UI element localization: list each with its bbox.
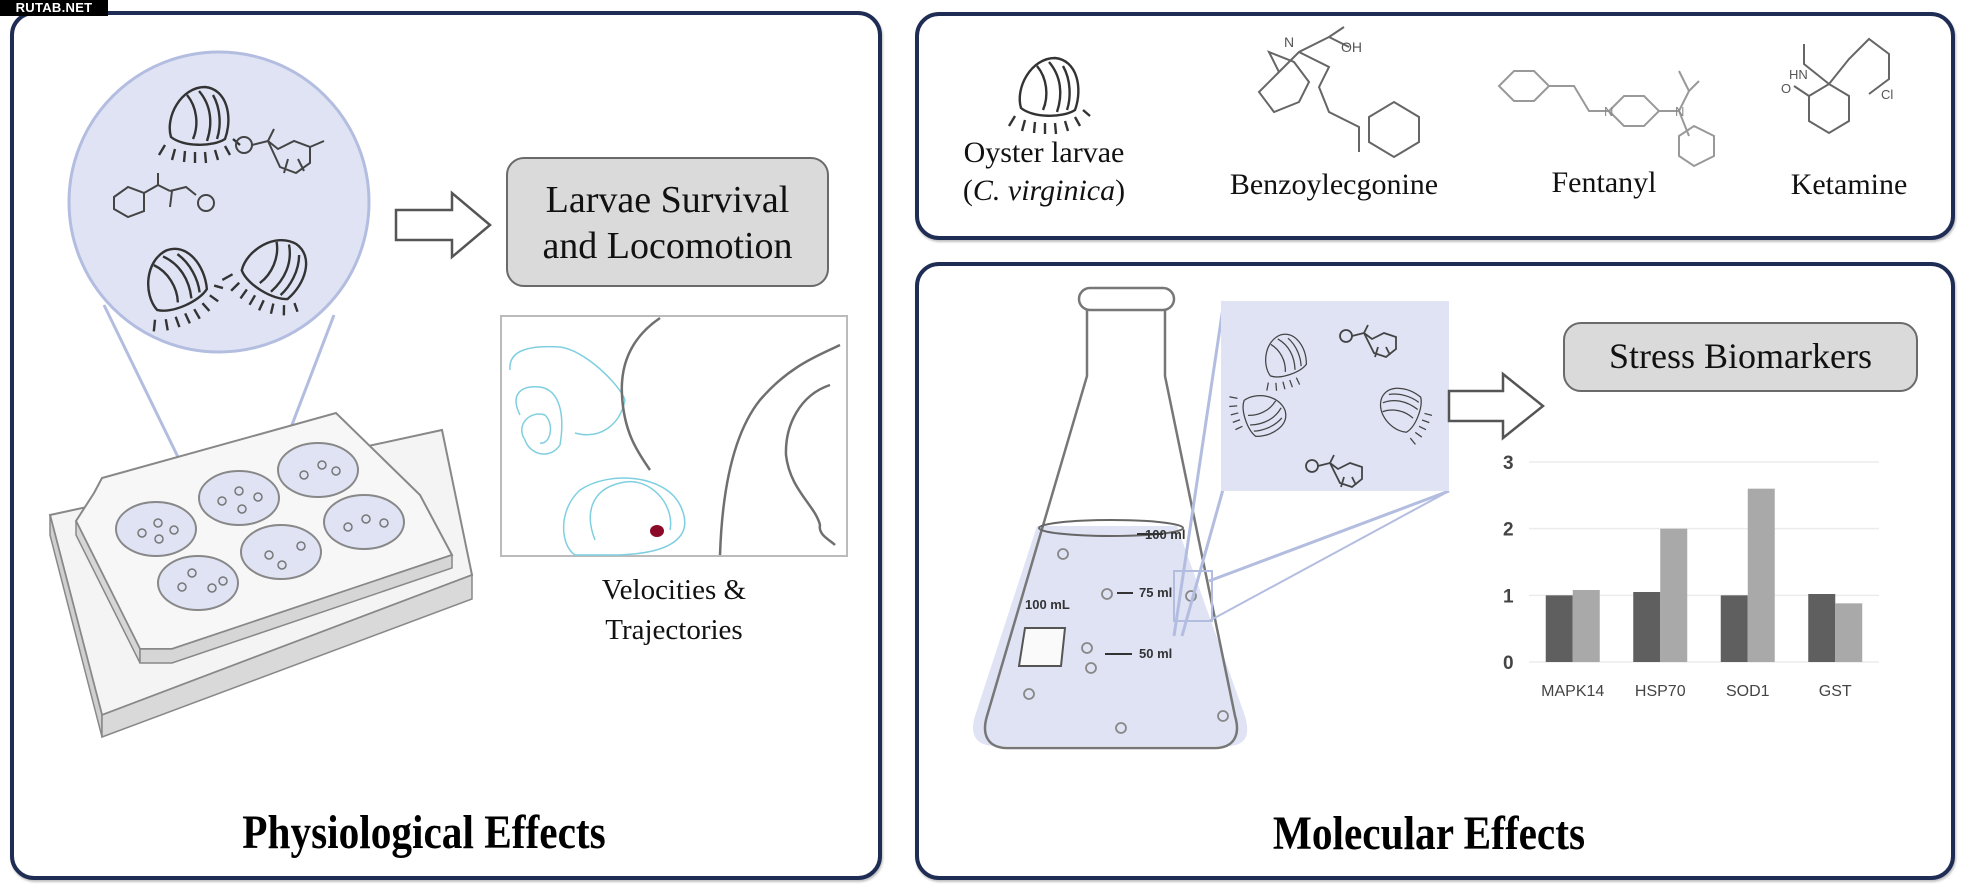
- outcome-line-2: and Locomotion: [542, 225, 793, 267]
- physiological-effects-title: Physiological Effects: [242, 806, 606, 859]
- oyster-larva-icon: [1265, 333, 1307, 391]
- compounds-panel: Oyster larvae (C. virginica) N OH Benzoy…: [915, 12, 1955, 240]
- fentanyl-structure: N N: [1497, 70, 1715, 168]
- well-plate-illustration: [48, 50, 474, 739]
- arrow-right-icon: [1447, 371, 1546, 441]
- outcome-line-1: Larvae Survival: [545, 179, 790, 221]
- oyster-name: Oyster larvae: [963, 136, 1125, 169]
- species-name: C. virginica: [972, 174, 1116, 207]
- x-tick-label: HSP70: [1635, 683, 1686, 700]
- drug-molecule-icon: [1305, 454, 1363, 489]
- oyster-larva-icon: [1379, 387, 1433, 445]
- compound-label-fentanyl: Fentanyl: [1551, 166, 1657, 199]
- oyster-larva-icon: [221, 238, 308, 316]
- wells: [115, 442, 405, 611]
- caption-line-1: Velocities &: [601, 574, 747, 606]
- bar-exposed-mapk14: [1572, 590, 1600, 662]
- physiological-effects-panel: Larvae Survival and Locomotion Velocitie…: [10, 11, 882, 880]
- mark-75-ml: 75 ml: [1139, 585, 1172, 600]
- molecular-effects-panel: 100 ml 75 ml 50 ml 100 mL: [915, 262, 1955, 880]
- trajectory-blue: [509, 345, 686, 556]
- atom-cl: Cl: [1881, 87, 1893, 102]
- stress-biomarkers-box: Stress Biomarkers: [1563, 322, 1918, 392]
- zoom-inset: [1172, 300, 1450, 637]
- bar-exposed-gst: [1835, 603, 1863, 662]
- trajectory-grey: [620, 316, 841, 556]
- x-tick-label: MAPK14: [1541, 683, 1604, 700]
- oyster-larva-icon: [1007, 56, 1091, 135]
- flask-volume-label: 100 mL: [1025, 597, 1070, 612]
- trajectory-plot: [500, 315, 848, 557]
- atom-o: O: [1781, 81, 1791, 96]
- well: [115, 501, 197, 557]
- y-tick-label: 1: [1503, 586, 1514, 607]
- y-tick-label: 3: [1503, 453, 1514, 474]
- benzoylecgonine-structure: N OH: [1257, 26, 1420, 159]
- mark-50-ml: 50 ml: [1139, 646, 1172, 661]
- ketamine-structure: HN Cl O: [1781, 37, 1893, 135]
- caption-line-2: Trajectories: [605, 614, 743, 646]
- drug-molecule-icon: [113, 173, 215, 219]
- well: [198, 470, 280, 526]
- drug-molecule-icon: [1339, 324, 1397, 359]
- watermark: RUTAB.NET: [0, 0, 108, 16]
- atom-n: N: [1604, 104, 1613, 119]
- bar-exposed-hsp70: [1660, 528, 1688, 662]
- trajectory-caption: Velocities & Trajectories: [500, 570, 848, 650]
- molecular-effects-title: Molecular Effects: [1272, 807, 1586, 860]
- atom-hn: HN: [1789, 67, 1808, 82]
- y-tick-label: 0: [1503, 653, 1514, 674]
- x-tick-label: GST: [1819, 683, 1852, 700]
- arrow-right-icon: [394, 190, 492, 260]
- oyster-species: (C. virginica): [962, 174, 1126, 207]
- well: [240, 524, 322, 580]
- bar-control-gst: [1808, 594, 1836, 662]
- bar-control-mapk14: [1545, 595, 1573, 662]
- compound-label-ketamine: Ketamine: [1790, 168, 1908, 201]
- bar-control-sod1: [1720, 595, 1748, 662]
- atom-oh: OH: [1341, 39, 1362, 55]
- y-tick-label: 2: [1503, 520, 1514, 541]
- oyster-larva-icon: [1229, 395, 1287, 437]
- well: [157, 555, 239, 611]
- larva-position-dot: [650, 525, 664, 537]
- compound-label-oyster: Oyster larvae (C. virginica): [944, 134, 1144, 210]
- x-tick-label: SOD1: [1726, 683, 1770, 700]
- bar-exposed-sod1: [1747, 488, 1775, 662]
- atom-n: N: [1675, 104, 1684, 119]
- oyster-larva-icon: [147, 247, 224, 332]
- larvae-survival-box: Larvae Survival and Locomotion: [506, 157, 829, 287]
- bar-control-hsp70: [1633, 592, 1661, 662]
- well: [277, 442, 359, 498]
- atom-n: N: [1284, 34, 1294, 50]
- drug-molecule-icon: [235, 128, 325, 175]
- larvae-in-wells: [137, 460, 389, 593]
- oyster-larva-icon: [157, 85, 241, 164]
- compound-label-benzoylecgonine: Benzoylecgonine: [1229, 168, 1439, 201]
- mark-100-ml: 100 ml: [1145, 527, 1185, 542]
